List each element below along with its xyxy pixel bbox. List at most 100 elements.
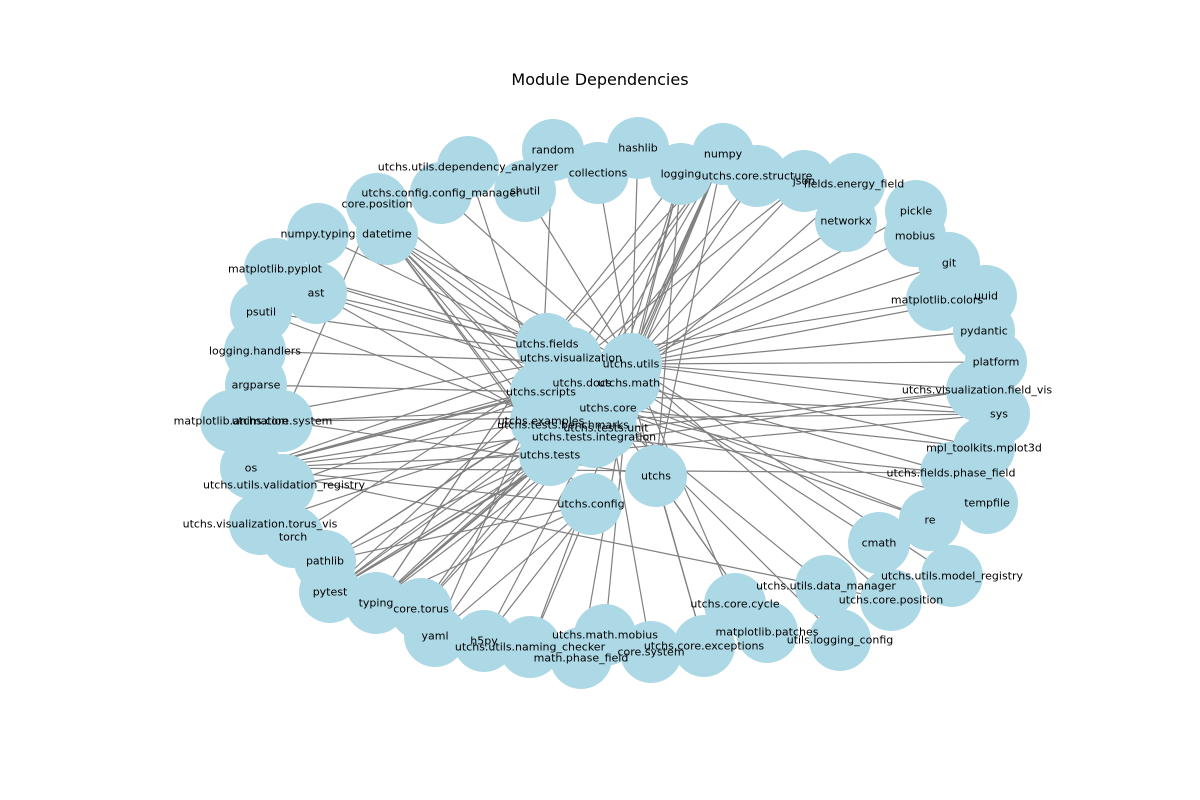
node-label-tempfile: tempfile: [964, 497, 1010, 510]
node-logging: [650, 143, 712, 205]
node-matplotlib-patches: [736, 601, 798, 663]
node-json: [773, 150, 835, 212]
node-label-random: random: [532, 144, 575, 157]
edge-utchs-fields--logging: [546, 173, 682, 345]
node-label-matplotlib-animation: matplotlib.animation: [174, 415, 289, 428]
node-label-utchs-core-cycle: utchs.core.cycle: [690, 598, 780, 611]
node-label-utchs-utils-data-manager: utchs.utils.data_manager: [756, 580, 896, 593]
node-core-system: [620, 621, 682, 683]
node-utils-logging-config: [809, 609, 871, 671]
node-label-json: json: [792, 175, 816, 188]
node-label-utchs-visualization-field-vis: utchs.visualization.field_vis: [902, 384, 1053, 397]
node-label-utchs-tests: utchs.tests: [520, 449, 581, 462]
node-label-re: re: [924, 514, 935, 527]
node-label-uuid: uuid: [974, 290, 998, 303]
node-label-utchs-scripts: utchs.scripts: [506, 386, 576, 399]
node-label-math-phase-field: math.phase_field: [534, 652, 629, 665]
edge-utchs-utils--sys: [630, 363, 1000, 415]
edge-utchs-tests--core-torus: [420, 454, 551, 610]
edge-utchs-scripts--argparse: [255, 384, 542, 393]
node-h5py: [453, 610, 515, 672]
node-label-utchs-fields: utchs.fields: [516, 338, 579, 351]
edge-utchs-tests-integration--utchs-fields-phase-field: [593, 436, 952, 474]
edge-utchs-core--re: [607, 407, 931, 521]
node-label-shutil: shutil: [510, 185, 540, 198]
node-label-utchs-tests-benchmarks: utchs.tests.benchmarks: [497, 419, 629, 432]
node-utchs-core-system: [251, 390, 313, 452]
node-label-utchs-core-position: utchs.core.position: [839, 594, 943, 607]
node-math-phase-field: [550, 627, 612, 689]
node-datetime: [356, 203, 418, 265]
node-cmath: [848, 512, 910, 574]
node-label-core-position: core.position: [342, 198, 413, 211]
node-label-utchs-docs: utchs.docs: [552, 377, 611, 390]
edge-utchs-core--utchs-utils-data-manager: [607, 407, 827, 587]
node-label-pytest: pytest: [313, 586, 348, 599]
node-label-utchs-core-structure: utchs.core.structure: [702, 170, 813, 183]
node-label-utchs-utils-model-registry: utchs.utils.model_registry: [881, 570, 1024, 583]
node-label-utchs-core-system: utchs.core.system: [232, 415, 333, 428]
node-label-utchs-tests-integration: utchs.tests.integration: [532, 431, 656, 444]
edge-utchs-core--mpl-toolkits-mplot3d: [607, 407, 985, 449]
node-label-utchs-core: utchs.core: [579, 402, 637, 415]
edge-utchs-utils--utchs-core-position: [630, 363, 892, 601]
node-label-utchs-core-exceptions: utchs.core.exceptions: [644, 640, 765, 653]
node-collections: [567, 142, 629, 204]
node-label-sys: sys: [990, 408, 1008, 421]
edge-utchs-tests--pathlib: [324, 454, 551, 562]
node-label-argparse: argparse: [232, 379, 281, 392]
node-label-utchs-tests-unit: utchs.tests.unit: [563, 422, 649, 435]
graph-title: Module Dependencies: [511, 70, 689, 89]
edge-utchs-utils--utchs-visualization-field-vis: [630, 363, 978, 391]
node-utchs-config: [560, 473, 622, 535]
node-tempfile: [956, 472, 1018, 534]
node-label-logging-handlers: logging.handlers: [209, 345, 301, 358]
edge-utchs-utils--platform: [630, 361, 997, 365]
edge-utchs-scripts--datetime: [386, 233, 542, 393]
node-label-utchs: utchs: [641, 470, 671, 483]
node-label-utchs-visualization-torus-vis: utchs.visualization.torus_vis: [183, 518, 338, 531]
node-label-utchs-math-mobius: utchs.math.mobius: [552, 629, 658, 642]
edge-utchs--logging: [655, 173, 682, 477]
node-yaml: [404, 605, 466, 667]
edge-utchs-utils--mobius: [630, 235, 916, 365]
node-numpy-typing: [287, 203, 349, 265]
node-label-collections: collections: [569, 167, 628, 180]
node-label-cmath: cmath: [862, 537, 897, 550]
node-utchs-core-exceptions: [673, 615, 735, 677]
node-label-os: os: [245, 462, 258, 475]
edge-pytest--utchs-scripts: [329, 391, 542, 593]
node-utchs-tests: [519, 424, 581, 486]
node-utchs-core-structure: [726, 145, 788, 207]
node-label-utchs-utils-naming-checker: utchs.utils.naming_checker: [455, 641, 606, 654]
node-label-utchs-fields-phase-field: utchs.fields.phase_field: [887, 467, 1016, 480]
node-label-mobius: mobius: [895, 230, 935, 243]
node-matplotlib-colors: [906, 269, 968, 331]
edge-utchs-utils--git: [630, 262, 950, 365]
node-utchs-utils-data-manager: [795, 555, 857, 617]
node-label-ast: ast: [308, 287, 325, 300]
edge-utchs-utils--json: [630, 180, 805, 365]
edge-utchs-config--pathlib: [324, 503, 592, 562]
node-label-utils-logging-config: utils.logging_config: [787, 634, 894, 647]
node-label-utchs-utils-validation-registry: utchs.utils.validation_registry: [203, 479, 365, 492]
node-label-mpl-toolkits-mplot3d: mpl_toolkits.mplot3d: [926, 442, 1042, 455]
node-label-pickle: pickle: [900, 205, 933, 218]
edge-os--utchs-core-position: [250, 467, 892, 601]
edge-utchs--numpy: [655, 153, 724, 477]
edge-utchs-tests-benchmarks--psutil: [260, 311, 564, 426]
edge-utchs-utils--pydantic: [630, 330, 985, 365]
node-re: [899, 489, 961, 551]
node-label-datetime: datetime: [362, 228, 412, 241]
node-label-platform: platform: [973, 356, 1020, 369]
node-label-networkx: networkx: [820, 215, 872, 228]
node-label-matplotlib-pyplot: matplotlib.pyplot: [228, 263, 323, 276]
node-networkx: [815, 190, 877, 252]
node-utchs-core-position: [860, 569, 922, 631]
node-shutil: [494, 160, 556, 222]
node-label-matplotlib-patches: matplotlib.patches: [716, 626, 819, 639]
nodes-layer: [200, 117, 1030, 689]
node-utchs-utils-model-registry: [921, 545, 983, 607]
